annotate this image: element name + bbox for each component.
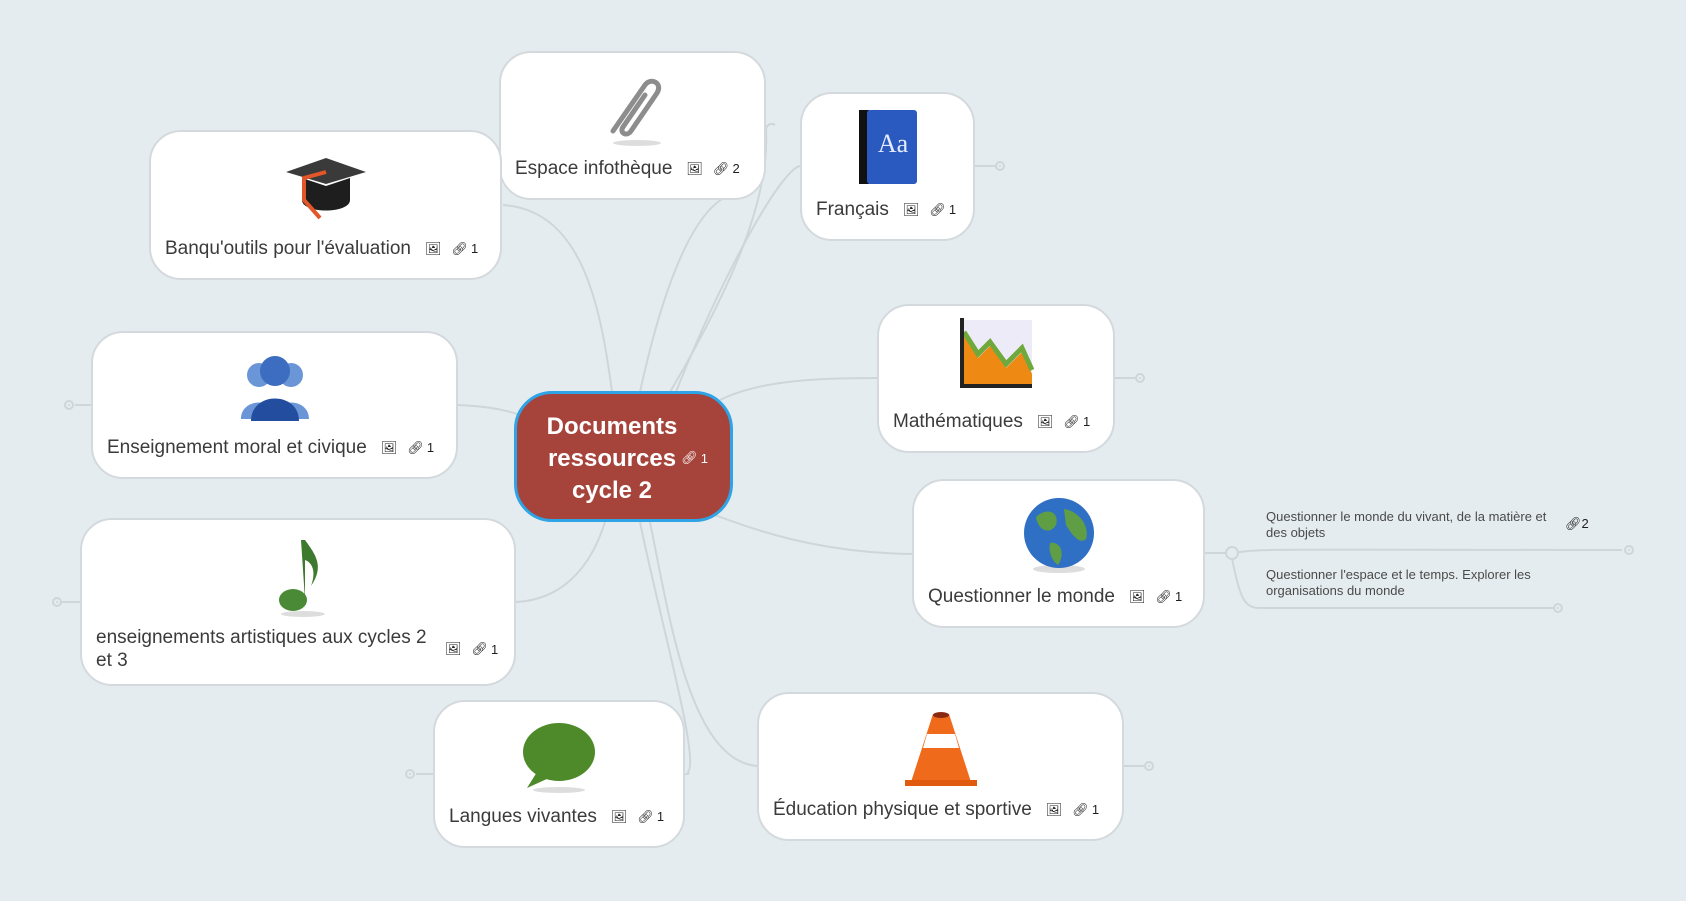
topic-label: Français — [816, 199, 889, 220]
expand-toggle[interactable] — [1553, 603, 1563, 613]
central-topic-title: Documents ressources cycle 2 — [546, 413, 678, 504]
expand-toggle[interactable] — [405, 769, 415, 779]
link-icon: 🔗︎ — [451, 240, 469, 256]
paperclip-icon — [610, 78, 661, 146]
topic-langues-vivantes[interactable]: Langues vivantes 🖼︎ 🔗︎1 — [433, 700, 685, 848]
dictionary-book-icon: Aa — [858, 110, 917, 184]
chart-icon — [960, 318, 1035, 388]
link-badge[interactable]: 🔗︎1 — [637, 808, 665, 825]
expand-toggle[interactable] — [64, 400, 74, 410]
link-icon: 🔗︎ — [1063, 413, 1080, 429]
central-link-badge[interactable]: 🔗︎ 1 — [681, 450, 708, 466]
link-badge[interactable]: 🔗︎1 — [471, 641, 499, 657]
topic-questionner-le-monde[interactable]: Questionner le monde 🖼︎ 🔗︎1 — [912, 479, 1205, 628]
image-icon[interactable]: 🖼︎ — [445, 641, 462, 656]
subtopic-espace-temps[interactable]: Questionner l'espace et le temps. Explor… — [1266, 567, 1531, 598]
link-icon: 🔗︎ — [637, 808, 654, 824]
link-badge[interactable]: 🔗︎1 — [1072, 801, 1100, 818]
link-icon: 🔗︎ — [712, 160, 730, 176]
traffic-cone-icon — [904, 712, 977, 786]
topic-francais[interactable]: Aa Français 🖼︎ 🔗︎1 — [800, 92, 975, 241]
link-icon: 🔗︎ — [407, 439, 424, 455]
link-badge[interactable]: 🔗︎1 — [1155, 588, 1183, 605]
image-icon[interactable]: 🖼︎ — [610, 808, 628, 824]
topic-mathematiques[interactable]: Mathématiques 🖼︎ 🔗︎1 — [877, 304, 1115, 453]
topic-label: enseignements artistiques aux cycles 2 e… — [96, 627, 427, 671]
expand-toggle[interactable] — [995, 161, 1005, 171]
topic-label: Espace infothèque — [515, 158, 673, 179]
image-icon[interactable]: 🖼︎ — [902, 201, 920, 217]
link-badge[interactable]: 🔗︎1 — [1063, 413, 1091, 430]
link-icon: 🔗︎ — [471, 641, 489, 656]
topic-label: Langues vivantes — [449, 806, 597, 827]
expand-toggle[interactable] — [1624, 545, 1634, 555]
subtopic-monde-vivant[interactable]: Questionner le monde du vivant, de la ma… — [1266, 509, 1547, 540]
topic-education-physique[interactable]: Éducation physique et sportive 🖼︎ 🔗︎1 — [757, 692, 1124, 841]
topic-label: Enseignement moral et civique — [107, 437, 367, 458]
link-icon: 🔗︎ — [681, 450, 698, 465]
topic-label: Éducation physique et sportive — [773, 799, 1032, 820]
link-icon: 🔗︎ — [929, 201, 946, 217]
topic-label: Banqu'outils pour l'évaluation — [165, 238, 411, 259]
subtopic-link-badge[interactable]: 🔗︎2 — [1565, 516, 1589, 531]
topic-label: Questionner le monde — [928, 586, 1115, 607]
image-icon[interactable]: 🖼︎ — [380, 439, 398, 455]
image-icon[interactable]: 🖼︎ — [1045, 801, 1063, 817]
topic-enseignement-moral[interactable]: Enseignement moral et civique 🖼︎ 🔗︎1 — [91, 331, 458, 479]
expand-toggle[interactable] — [52, 597, 62, 607]
expand-toggle[interactable] — [1135, 373, 1145, 383]
users-group-icon — [240, 356, 309, 421]
graduation-cap-icon — [285, 158, 366, 220]
central-topic[interactable]: Documents ressources cycle 2 🔗︎ 1 — [514, 391, 733, 522]
link-icon: 🔗︎ — [1565, 516, 1582, 531]
svg-text:Aa: Aa — [877, 129, 908, 158]
topic-espace-infotheque[interactable]: Espace infothèque 🖼︎ 🔗︎2 — [499, 51, 766, 200]
topic-enseignements-artistiques[interactable]: enseignements artistiques aux cycles 2 e… — [80, 518, 516, 686]
music-note-icon — [279, 540, 325, 617]
link-icon: 🔗︎ — [1155, 588, 1172, 604]
topic-label: Mathématiques — [893, 411, 1023, 432]
image-icon[interactable]: 🖼︎ — [424, 240, 442, 256]
image-icon[interactable]: 🖼︎ — [1128, 588, 1146, 604]
expand-toggle[interactable] — [1144, 761, 1154, 771]
link-icon: 🔗︎ — [1072, 801, 1089, 817]
speech-bubble-icon — [523, 723, 595, 793]
link-badge[interactable]: 🔗︎1 — [407, 439, 435, 456]
globe-icon — [1023, 498, 1094, 573]
image-icon[interactable]: 🖼︎ — [1036, 413, 1054, 429]
topic-banqu-outils[interactable]: Banqu'outils pour l'évaluation 🖼︎ 🔗︎1 — [149, 130, 502, 280]
link-badge[interactable]: 🔗︎2 — [712, 160, 740, 177]
link-badge[interactable]: 🔗︎1 — [451, 240, 479, 257]
link-badge[interactable]: 🔗︎1 — [929, 201, 957, 218]
image-icon[interactable]: 🖼︎ — [686, 160, 703, 176]
